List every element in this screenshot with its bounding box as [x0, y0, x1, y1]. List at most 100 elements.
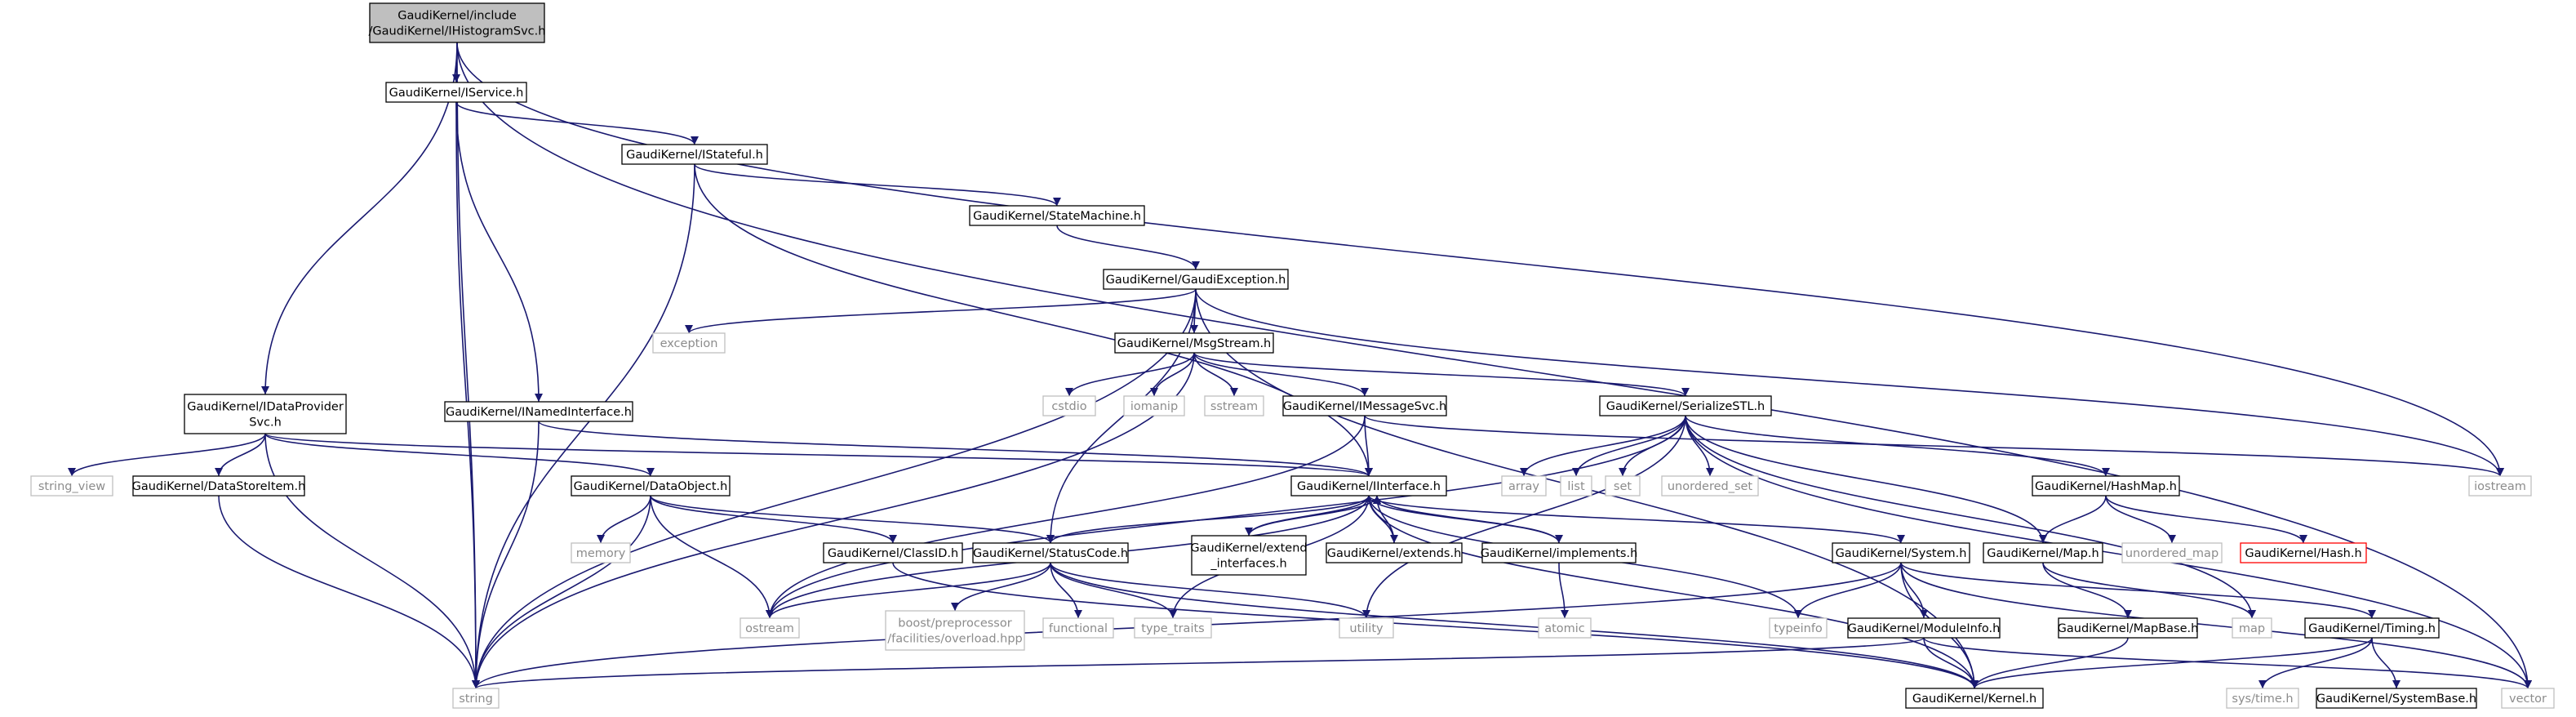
node-label: GaudiKernel/DataObject.h — [574, 480, 728, 493]
node-extends[interactable]: GaudiKernel/extends.h — [1326, 542, 1463, 563]
node-map-h[interactable]: GaudiKernel/Map.h — [1983, 542, 2103, 563]
node-extend-interfaces[interactable]: GaudiKernel/extend_interfaces.h — [1190, 535, 1308, 576]
node-exception: exception — [652, 332, 726, 354]
node-system[interactable]: GaudiKernel/System.h — [1832, 542, 1970, 563]
nodes-layer: GaudiKernel/include/GaudiKernel/IHistogr… — [30, 2, 2555, 709]
edge-datastoreitem-to-string — [218, 495, 480, 689]
edge-dataobject-to-string — [472, 495, 651, 689]
edge-line — [650, 495, 897, 544]
edge-timing-to-systembase — [2371, 637, 2401, 689]
node-msgstream[interactable]: GaudiKernel/MsgStream.h — [1114, 332, 1274, 354]
edge-serializestl-to-utility — [1362, 415, 1686, 619]
node-moduleinfo[interactable]: GaudiKernel/ModuleInfo.h — [1847, 617, 2001, 639]
node-box — [132, 475, 305, 497]
node-vector: vector — [2501, 688, 2555, 709]
edge-line — [1520, 415, 1686, 477]
edge-iinterface-to-kernel — [1368, 495, 1979, 689]
edge-line — [1362, 415, 1686, 619]
node-box — [571, 542, 631, 563]
edge-istateful-to-iinterface — [694, 163, 1373, 477]
node-root[interactable]: GaudiKernel/include/GaudiKernel/IHistogr… — [369, 2, 546, 43]
edge-root-to-vector — [456, 42, 2532, 689]
edge-statemachine-to-gaudiexception — [1056, 225, 1200, 270]
node-istateful[interactable]: GaudiKernel/IStateful.h — [621, 144, 768, 165]
edge-msgstream-to-serializestl — [1193, 352, 1690, 397]
edge-line — [1195, 288, 2504, 477]
node-box — [571, 475, 731, 497]
node-hashmap[interactable]: GaudiKernel/HashMap.h — [2032, 475, 2180, 497]
node-label: string_view — [38, 480, 105, 493]
node-box — [1282, 395, 1447, 416]
node-systembase[interactable]: GaudiKernel/SystemBase.h — [2316, 688, 2477, 709]
node-box — [2032, 475, 2180, 497]
node-gaudiexception[interactable]: GaudiKernel/GaudiException.h — [1103, 269, 1289, 290]
edge-line — [951, 562, 1051, 612]
node-mapbase[interactable]: GaudiKernel/MapBase.h — [2058, 617, 2199, 639]
node-statuscode[interactable]: GaudiKernel/StatusCode.h — [972, 542, 1129, 563]
edge-msgstream-to-cstdio — [1065, 352, 1195, 397]
node-classid[interactable]: GaudiKernel/ClassID.h — [823, 542, 963, 563]
node-kernel[interactable]: GaudiKernel/Kernel.h — [1905, 688, 2044, 709]
node-dataobject[interactable]: GaudiKernel/DataObject.h — [571, 475, 731, 497]
node-hash[interactable]: GaudiKernel/Hash.h — [2240, 542, 2367, 563]
node-statemachine[interactable]: GaudiKernel/StateMachine.h — [969, 205, 1145, 226]
node-label: array — [1508, 480, 1539, 493]
node-box — [1326, 542, 1463, 563]
node-imessagesvc[interactable]: GaudiKernel/IMessageSvc.h — [1282, 395, 1447, 416]
edge-line — [1046, 495, 1370, 544]
node-box — [1501, 475, 1547, 497]
edge-line — [455, 101, 480, 689]
node-box — [972, 542, 1129, 563]
node-label: _interfaces.h — [1210, 558, 1286, 571]
node-box — [1661, 475, 1759, 497]
edge-inamedinterface-to-string — [472, 421, 540, 689]
node-label: string — [459, 693, 493, 706]
edge-statuscode-to-boost_overload — [951, 562, 1051, 612]
node-label: utility — [1349, 622, 1383, 635]
edge-hashmap-to-unordered_map — [2105, 495, 2176, 544]
node-box — [2304, 617, 2440, 639]
edge-gaudiexception-to-iostream — [1195, 288, 2504, 477]
node-label: GaudiKernel/INamedInterface.h — [446, 406, 632, 419]
edge-line — [472, 352, 1195, 689]
node-inamedinterface[interactable]: GaudiKernel/INamedInterface.h — [444, 401, 633, 422]
node-systime: sys/time.h — [2226, 688, 2299, 709]
node-label: GaudiKernel/Hash.h — [2245, 547, 2361, 560]
edge-serializestl-to-map — [1685, 415, 2256, 619]
edge-line — [215, 433, 266, 477]
edge-inamedinterface-to-iinterface — [538, 421, 1373, 477]
edge-hashmap-to-hash — [2105, 495, 2307, 544]
node-iostream: iostream — [2468, 475, 2532, 497]
edge-msgstream-to-sstream — [1193, 352, 1238, 397]
node-iservice[interactable]: GaudiKernel/IService.h — [385, 82, 527, 103]
node-utility: utility — [1339, 617, 1394, 639]
edge-line — [68, 433, 266, 477]
edge-line — [1572, 415, 1686, 477]
edge-line — [766, 415, 1686, 619]
node-label: iostream — [2474, 480, 2526, 493]
edge-istateful-to-string — [472, 163, 695, 689]
node-unordered-set: unordered_set — [1661, 475, 1759, 497]
node-label: GaudiKernel/include — [398, 10, 517, 23]
node-label: GaudiKernel/ModuleInfo.h — [1848, 622, 2001, 635]
node-iinterface[interactable]: GaudiKernel/IInterface.h — [1290, 475, 1447, 497]
node-timing[interactable]: GaudiKernel/Timing.h — [2304, 617, 2440, 639]
node-label: GaudiKernel/extends.h — [1327, 547, 1462, 560]
node-datastoreitem[interactable]: GaudiKernel/DataStoreItem.h — [132, 475, 306, 497]
edge-line — [1193, 352, 1238, 397]
node-implements[interactable]: GaudiKernel/implements.h — [1481, 542, 1638, 563]
edge-line — [2105, 495, 2307, 544]
node-serializestl[interactable]: GaudiKernel/SerializeSTL.h — [1599, 395, 1772, 416]
edge-statuscode-to-ostream — [766, 562, 1051, 619]
node-label: GaudiKernel/IMessageSvc.h — [1283, 400, 1446, 413]
edge-line — [1685, 415, 2532, 689]
edge-line — [1368, 495, 1905, 544]
node-box — [30, 475, 113, 497]
node-box — [1983, 542, 2103, 563]
node-label: sys/time.h — [2232, 693, 2293, 706]
edge-line — [1193, 352, 1369, 397]
edge-line — [538, 421, 1373, 477]
edge-line — [892, 562, 1979, 689]
edge-line — [1364, 415, 2504, 477]
